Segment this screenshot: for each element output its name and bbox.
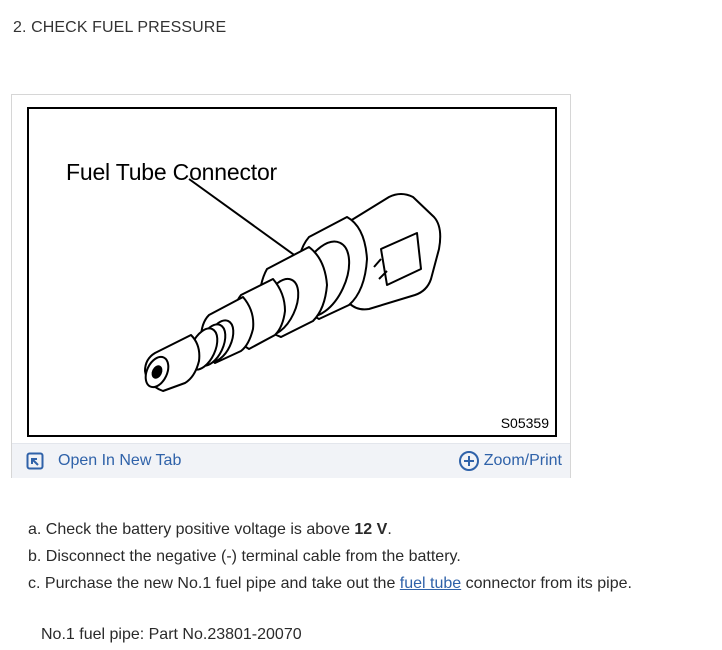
figure-card: Fuel Tube Connector S05359 Open In New T… [11, 94, 571, 478]
fuel-tube-link[interactable]: fuel tube [399, 575, 462, 592]
step-b: b. Disconnect the negative (-) terminal … [28, 547, 632, 574]
open-in-new-tab-link[interactable]: Open In New Tab [26, 452, 181, 470]
open-in-new-tab-icon [26, 452, 44, 470]
fuel-tube-connector-drawing [144, 178, 442, 392]
step-c-suffix: connector from its pipe. [461, 575, 632, 592]
section-heading: 2. CHECK FUEL PRESSURE [13, 19, 227, 36]
step-a: a. Check the battery positive voltage is… [28, 520, 632, 547]
voltage-value: 12 V [354, 521, 388, 538]
figure-toolbar: Open In New Tab Zoom/Print [12, 443, 570, 478]
instruction-steps: a. Check the battery positive voltage is… [28, 520, 632, 601]
step-a-text: a. Check the battery positive voltage is… [28, 521, 355, 538]
figure-illustration[interactable]: Fuel Tube Connector S05359 [27, 107, 557, 437]
zoom-print-label: Zoom/Print [483, 452, 562, 469]
step-c-text: c. Purchase the new No.1 fuel pipe and t… [28, 575, 400, 592]
step-a-suffix: . [387, 521, 392, 538]
figure-code: S05359 [500, 415, 549, 431]
zoom-plus-icon [458, 451, 479, 471]
step-c: c. Purchase the new No.1 fuel pipe and t… [28, 574, 632, 601]
step-b-text: b. Disconnect the negative (-) terminal … [28, 548, 461, 565]
leader-line [188, 178, 298, 258]
part-number-note: No.1 fuel pipe: Part No.23801-20070 [41, 626, 302, 643]
open-in-new-tab-label: Open In New Tab [58, 452, 182, 469]
zoom-print-link[interactable]: Zoom/Print [458, 450, 562, 472]
figure-label: Fuel Tube Connector [66, 159, 277, 185]
